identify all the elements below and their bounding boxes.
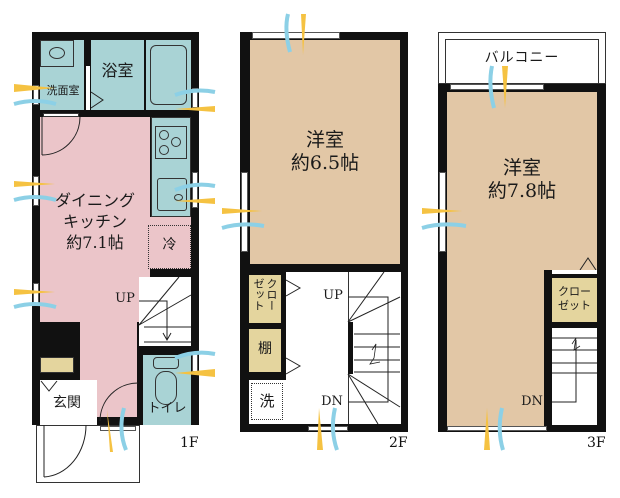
shoe-cabinet [40, 357, 74, 373]
stair-lines [138, 276, 192, 343]
stair-lines [552, 337, 597, 403]
washer-label: 洗 [259, 392, 275, 410]
washer-room [249, 380, 286, 424]
stove-icon [155, 126, 187, 159]
closet-door[interactable] [552, 270, 597, 274]
door-bath[interactable] [86, 66, 90, 110]
stair-core [348, 322, 353, 374]
room-western-2f [250, 40, 400, 264]
floor-label-1f: 1F [180, 435, 199, 451]
door-ldk-top[interactable] [43, 113, 79, 117]
window[interactable] [192, 172, 198, 208]
western-2f-name: 洋室 [305, 129, 344, 151]
door-swing-icon [285, 279, 302, 297]
door-swing-icon [579, 257, 597, 271]
door-swing-icon [285, 357, 302, 375]
ldk-label-line2: キッチン [62, 212, 127, 231]
stairs-up-label-2f: UP [323, 288, 343, 303]
closet-2f-label-col2: ゼット [252, 278, 265, 311]
washbasin-counter [40, 40, 74, 67]
fridge-label: 冷 [162, 237, 177, 253]
western-3f-size: 約7.8帖 [487, 180, 557, 202]
floor-label-3f: 3F [587, 435, 606, 451]
door-swing-icon [99, 382, 139, 422]
floor-label-2f: 2F [389, 435, 408, 451]
window[interactable] [447, 426, 547, 431]
balcony [438, 32, 606, 84]
kitchen-sink-icon [157, 178, 187, 211]
window[interactable] [450, 84, 544, 90]
stairs-down-label-2f: DN [321, 394, 343, 409]
window[interactable] [308, 426, 348, 431]
bath-label: 浴室 [101, 61, 134, 80]
ldk-label-line1: ダイニング [54, 191, 135, 210]
washer-space [251, 383, 283, 420]
western-2f-size: 約6.5帖 [290, 152, 360, 174]
closet-3f-label-line1: クロー [558, 285, 591, 298]
stair-lines [347, 271, 401, 425]
closet-2f-label-col1: クロー [265, 278, 278, 311]
sink-icon [49, 47, 65, 59]
closet-2f[interactable] [249, 275, 281, 323]
closet-3f[interactable] [552, 278, 597, 322]
stairs-down-label-3f: DN [521, 394, 543, 409]
western-3f-name: 洋室 [502, 157, 541, 179]
door-swing-icon [90, 91, 104, 109]
hallway-2f [286, 272, 350, 424]
balcony-label: バルコニー [484, 50, 560, 66]
fridge-space [148, 225, 191, 269]
toilet-icon [153, 357, 179, 412]
toilet-label: トイレ [147, 401, 187, 416]
stairs-3f[interactable] [552, 328, 597, 425]
entry-door-swing-icon[interactable] [43, 424, 88, 479]
bathtub-icon [150, 45, 187, 105]
window[interactable] [252, 32, 340, 39]
washroom-label: 洗面室 [46, 84, 80, 97]
window[interactable] [33, 85, 39, 105]
window[interactable] [33, 176, 39, 206]
room-entrance [40, 380, 97, 425]
entrance-label: 玄関 [53, 395, 81, 411]
stairs-up-label: UP [115, 291, 135, 306]
shelf-label: 棚 [258, 341, 272, 357]
bathtub-area [146, 40, 191, 110]
arrow-icon [40, 380, 58, 392]
window[interactable] [100, 426, 136, 431]
door-swing-icon [41, 116, 81, 156]
ldk-size: 約7.1帖 [66, 233, 124, 252]
stairs-1f[interactable] [139, 277, 191, 346]
shelf-2f[interactable] [249, 329, 281, 372]
closet-3f-label-line2: ゼット [558, 299, 591, 312]
